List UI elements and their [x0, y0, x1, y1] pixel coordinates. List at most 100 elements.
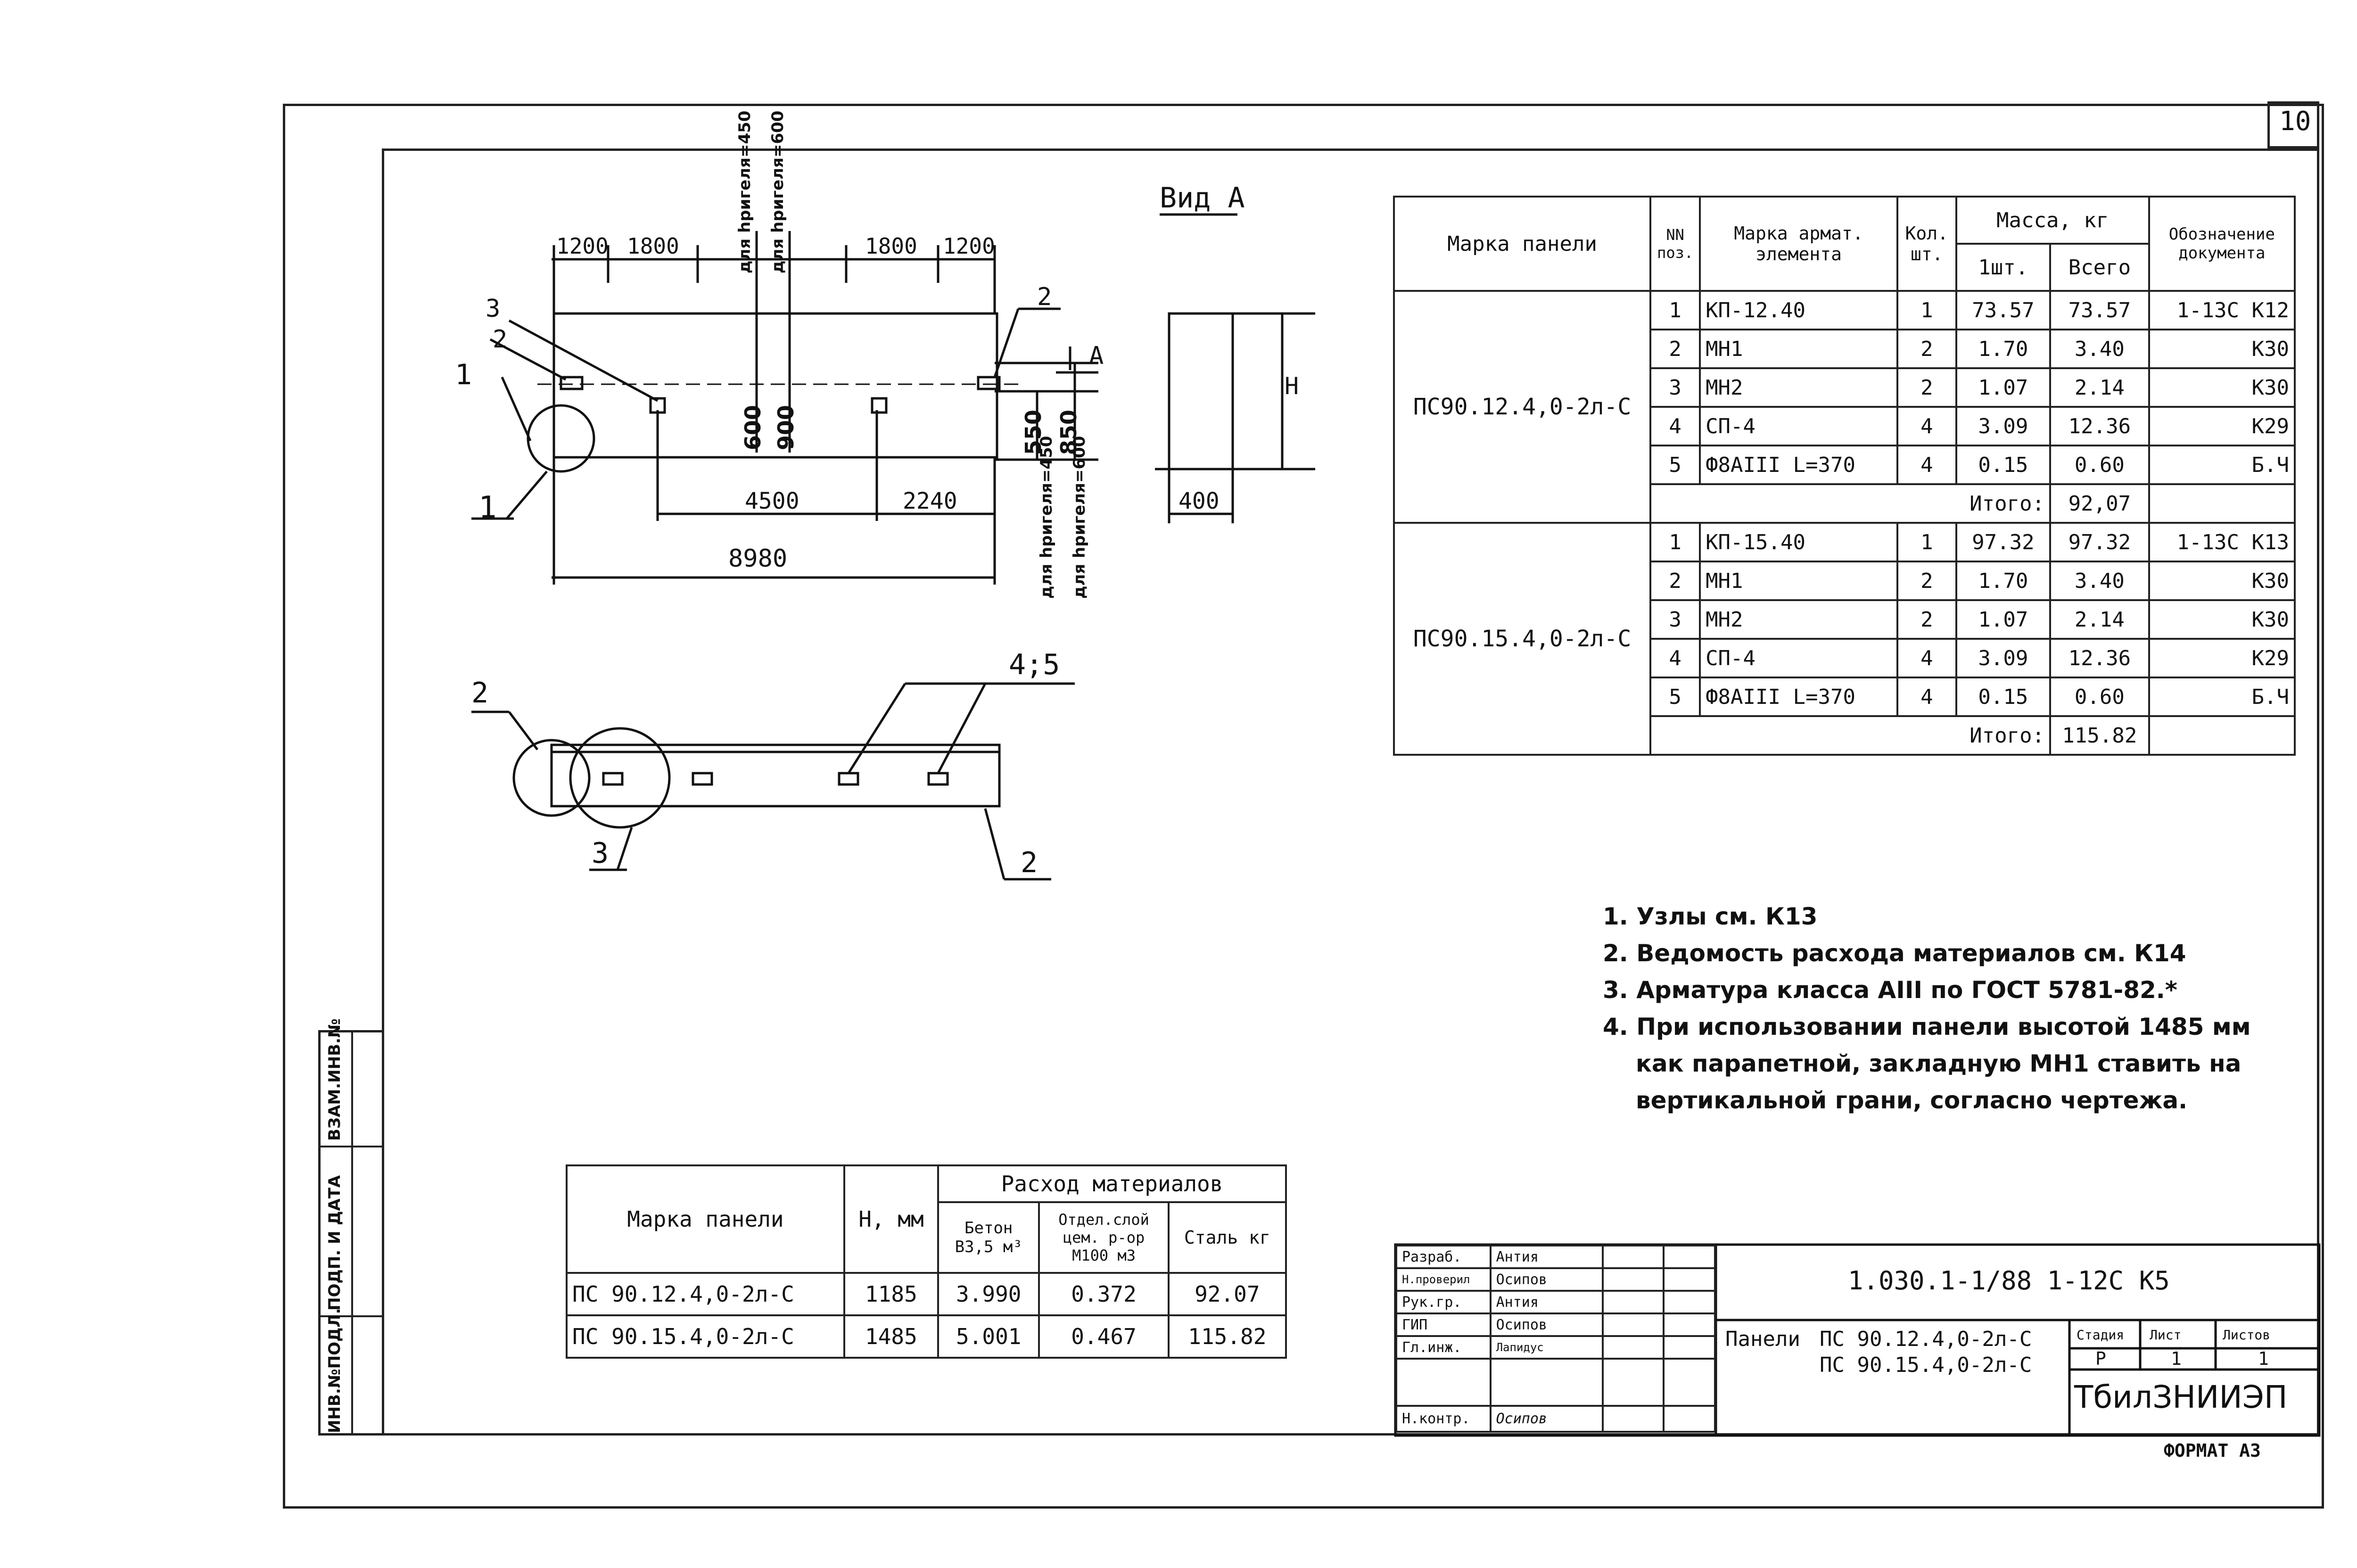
role-cell: Гл.инж. — [1395, 1335, 1492, 1360]
reinforcement-spec-table: Марка панели NN поз. Марка армат. элемен… — [1393, 196, 2296, 756]
spec-h-element: Марка армат. элемента — [1699, 196, 1898, 292]
spec-cell: 2.14 — [2049, 599, 2150, 640]
spec-h-qty: Кол. шт. — [1896, 196, 1957, 292]
mat-cell: 115.82 — [1167, 1314, 1287, 1359]
spec-cell: Б.Ч — [2148, 677, 2296, 717]
note-3: 3. Арматура класса АIII по ГОСТ 5781-82.… — [1603, 976, 2177, 1004]
spec-cell: 2 — [1896, 329, 1957, 369]
section-circle-3 — [569, 727, 671, 829]
spec-cell: 2 — [1896, 599, 1957, 640]
section-callout-45: 4;5 — [1009, 648, 1060, 681]
spec-cell: МН2 — [1699, 367, 1898, 408]
spec-cell: 5 — [1649, 677, 1701, 717]
dim-top-1200-left: 1200 — [556, 233, 609, 259]
dim-overall-8980: 8980 — [728, 545, 788, 573]
spec-cell: К29 — [2148, 638, 2296, 678]
spec-cell: 2 — [1649, 329, 1701, 369]
format-label: ФОРМАТ А3 — [2164, 1440, 2261, 1461]
mat-h-concrete: Бетон В3,5 м³ — [937, 1201, 1040, 1274]
name-cell: Осипов — [1489, 1405, 1604, 1433]
title-panel-1: ПС 90.12.4,0-2л-С — [1820, 1327, 2032, 1351]
mat-cell: 92.07 — [1167, 1272, 1287, 1316]
side-stamp-sep-1 — [318, 1146, 384, 1147]
date-cell — [1663, 1267, 1716, 1292]
sign-cell — [1602, 1267, 1665, 1292]
note-1: 1. Узлы см. К13 — [1603, 903, 1818, 930]
spec-g1-panel: ПС90.12.4,0-2л-С — [1393, 290, 1652, 524]
spec-cell: МН1 — [1699, 329, 1898, 369]
title-sheet-header: Лист — [2150, 1327, 2182, 1343]
spec-cell: 0.60 — [2049, 677, 2150, 717]
mat-cell: 0.467 — [1038, 1314, 1170, 1359]
mat-cell: ПС 90.15.4,0-2л-С — [566, 1314, 845, 1359]
spec-h-mass-total: Всего — [2049, 243, 2150, 292]
spec-cell: 1 — [1896, 522, 1957, 562]
sign-cell — [1602, 1290, 1665, 1314]
role-cell: ГИП — [1395, 1312, 1492, 1337]
page-number-box — [2267, 101, 2319, 149]
spec-h-mass: Масса, кг — [1955, 196, 2150, 245]
mat-cell: ПС 90.12.4,0-2л-С — [566, 1272, 845, 1316]
callout-1-bottom: 1 — [478, 490, 497, 525]
page-number: 10 — [2279, 106, 2311, 137]
spec-cell: 4 — [1649, 406, 1701, 446]
date-cell — [1663, 1245, 1716, 1269]
mat-cell: 5.001 — [937, 1314, 1040, 1359]
plan-panel-outline — [552, 312, 998, 459]
side-view-height: H — [1285, 372, 1299, 400]
dim-top-1200-right: 1200 — [943, 233, 995, 259]
title-label-panels: Панели — [1725, 1327, 1800, 1351]
mat-h-panel: Марка панели — [566, 1164, 845, 1274]
name-cell: Антия — [1489, 1245, 1604, 1269]
note-4-cont-2: вертикальной грани, согласно чертежа. — [1636, 1087, 2188, 1114]
title-stage-header: Стадия — [2077, 1327, 2125, 1343]
title-sheets-value: 1 — [2258, 1348, 2269, 1369]
dim-top-1800-left: 1800 — [627, 233, 679, 259]
name-cell: Лапидус — [1489, 1335, 1604, 1360]
spec-cell: Ф8АIII L=370 — [1699, 677, 1898, 717]
role-cell: Н.проверил — [1395, 1267, 1492, 1292]
note-2: 2. Ведомость расхода материалов см. К14 — [1603, 940, 2186, 967]
spec-cell: К30 — [2148, 367, 2296, 408]
date-cell — [1663, 1290, 1716, 1314]
title-organization: ТбилЗНИИЭП — [2074, 1379, 2288, 1415]
callout-1-top: 1 — [455, 358, 472, 391]
role-cell — [1395, 1358, 1492, 1407]
role-cell: Н.контр. — [1395, 1405, 1492, 1433]
spec-cell: СП-4 — [1699, 406, 1898, 446]
spec-cell: 1 — [1649, 290, 1701, 330]
spec-cell: 2 — [1896, 367, 1957, 408]
spec-cell: КП-15.40 — [1699, 522, 1898, 562]
mat-cell: 0.372 — [1038, 1272, 1170, 1316]
section-callout-2-bottom: 2 — [1021, 846, 1038, 879]
date-cell — [1663, 1335, 1716, 1360]
side-view-outline — [1168, 312, 1234, 470]
name-cell — [1489, 1358, 1604, 1407]
spec-cell: 97.32 — [1955, 522, 2052, 562]
side-stamp-divider — [351, 1030, 353, 1436]
spec-cell: 1-13С К12 — [2148, 290, 2296, 330]
spec-cell: К30 — [2148, 329, 2296, 369]
spec-g2-panel: ПС90.15.4,0-2л-С — [1393, 522, 1652, 756]
outer-sheet-border — [283, 104, 2324, 1509]
side-stamp-sep-2 — [318, 1315, 384, 1317]
spec-g2-total-label: Итого: — [1649, 715, 2052, 756]
spec-cell: 12.36 — [2049, 406, 2150, 446]
sign-cell — [1602, 1335, 1665, 1360]
spec-cell: МН2 — [1699, 599, 1898, 640]
materials-table: Марка панели H, мм Расход материалов Бет… — [566, 1164, 1287, 1359]
dim-bottom-2240: 2240 — [903, 488, 957, 514]
callout-2-left: 2 — [493, 325, 508, 354]
dim-rigel-bottom-450: для hригеля=450 — [1037, 436, 1056, 599]
spec-cell: 1.70 — [1955, 329, 2052, 369]
spec-g1-total-empty — [2148, 483, 2296, 524]
mat-cell: 1485 — [843, 1314, 940, 1359]
dim-h-600: 600 — [740, 404, 766, 450]
section-circle-2 — [512, 739, 591, 817]
title-sheets-header: Листов — [2223, 1327, 2271, 1343]
name-cell: Осипов — [1489, 1267, 1604, 1292]
dim-rigel-top-600: для hригеля=600 — [768, 110, 787, 273]
drawing-frame — [382, 149, 2319, 1436]
sign-cell — [1602, 1405, 1665, 1433]
